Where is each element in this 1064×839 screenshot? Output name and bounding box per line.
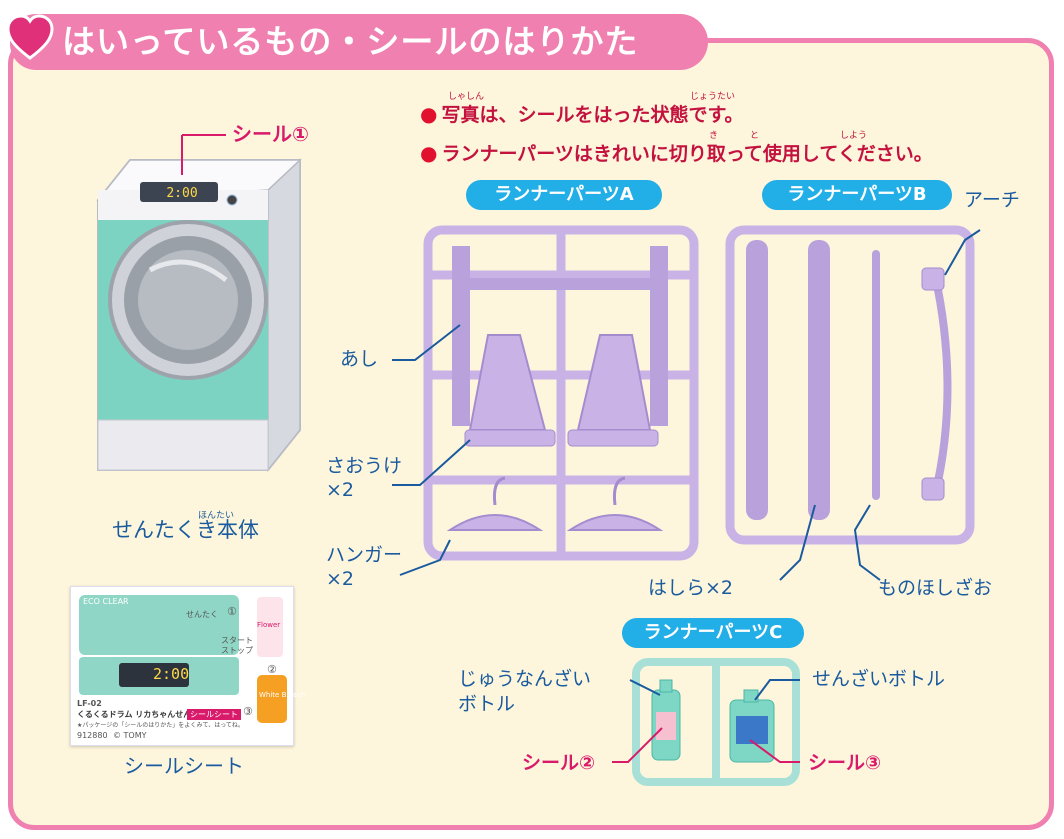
part-hanger-label: ハンガー <box>326 544 403 566</box>
sticker-sheet-caption: シールシート <box>124 754 244 778</box>
bullet-icon: ● <box>420 102 438 126</box>
runner-a-tag: ランナーパーツA <box>466 180 662 210</box>
note-runner: ●ランナーパーツはきれいに切り取って使用してください。 <box>420 139 933 166</box>
runner-b-image <box>725 225 975 545</box>
part-hanger-count: ×2 <box>326 568 355 590</box>
note-ruby: じょうたい <box>690 92 736 102</box>
note-text: 写真は、シールをはった状態です。 <box>441 104 744 126</box>
note-ruby: しゃしん <box>448 92 485 102</box>
page-title: はいっているもの・シールのはりかた <box>62 22 639 61</box>
machine-caption: せんたくき本体 <box>112 518 259 542</box>
runner-b-parts <box>746 240 952 520</box>
part-rod-holder-label: さおうけ <box>326 455 403 477</box>
note-ruby: と <box>750 131 760 141</box>
note-ruby: き <box>709 131 719 141</box>
runner-c-image <box>632 658 800 786</box>
heart-icon <box>6 14 54 60</box>
sticker-3-label: シール③ <box>808 752 882 774</box>
part-leg-label: あし <box>340 348 379 370</box>
note-photo: ●写真は、シールをはった状態です。 <box>420 100 744 127</box>
part-clothes-pole-label: ものほしざお <box>878 577 993 599</box>
note-text: ランナーパーツはきれいに切り取って使用してください。 <box>441 143 933 165</box>
part-detergent-bottle-label: せんざいボトル <box>812 668 946 690</box>
part-softener-bottle-label: じゅうなんざい <box>458 668 592 690</box>
svg-text:2:00: 2:00 <box>166 186 197 201</box>
runner-a-parts <box>446 246 668 531</box>
sticker-2-label: シール② <box>522 752 596 774</box>
washing-machine-image: 2:00 <box>96 158 302 473</box>
sticker-1-label: シール① <box>232 122 309 146</box>
runner-c-tag: ランナーパーツC <box>622 618 804 648</box>
title-bar <box>10 14 708 70</box>
part-rod-holder-count: ×2 <box>326 479 355 501</box>
part-pillar-label: はしら×2 <box>648 577 734 599</box>
runner-b-tag: ランナーパーツB <box>762 180 952 210</box>
part-softener-bottle-label-2: ボトル <box>458 693 516 715</box>
caption-ruby: ほんたい <box>198 511 235 521</box>
runner-c-parts <box>651 679 775 763</box>
sticker-sheet-image: ECO CLEAR せんたく ① スタート ストップ 2:00 Flower ②… <box>70 586 305 746</box>
note-ruby: しよう <box>840 131 868 141</box>
part-arch-label: アーチ <box>964 189 1020 211</box>
bullet-icon: ● <box>420 141 438 165</box>
